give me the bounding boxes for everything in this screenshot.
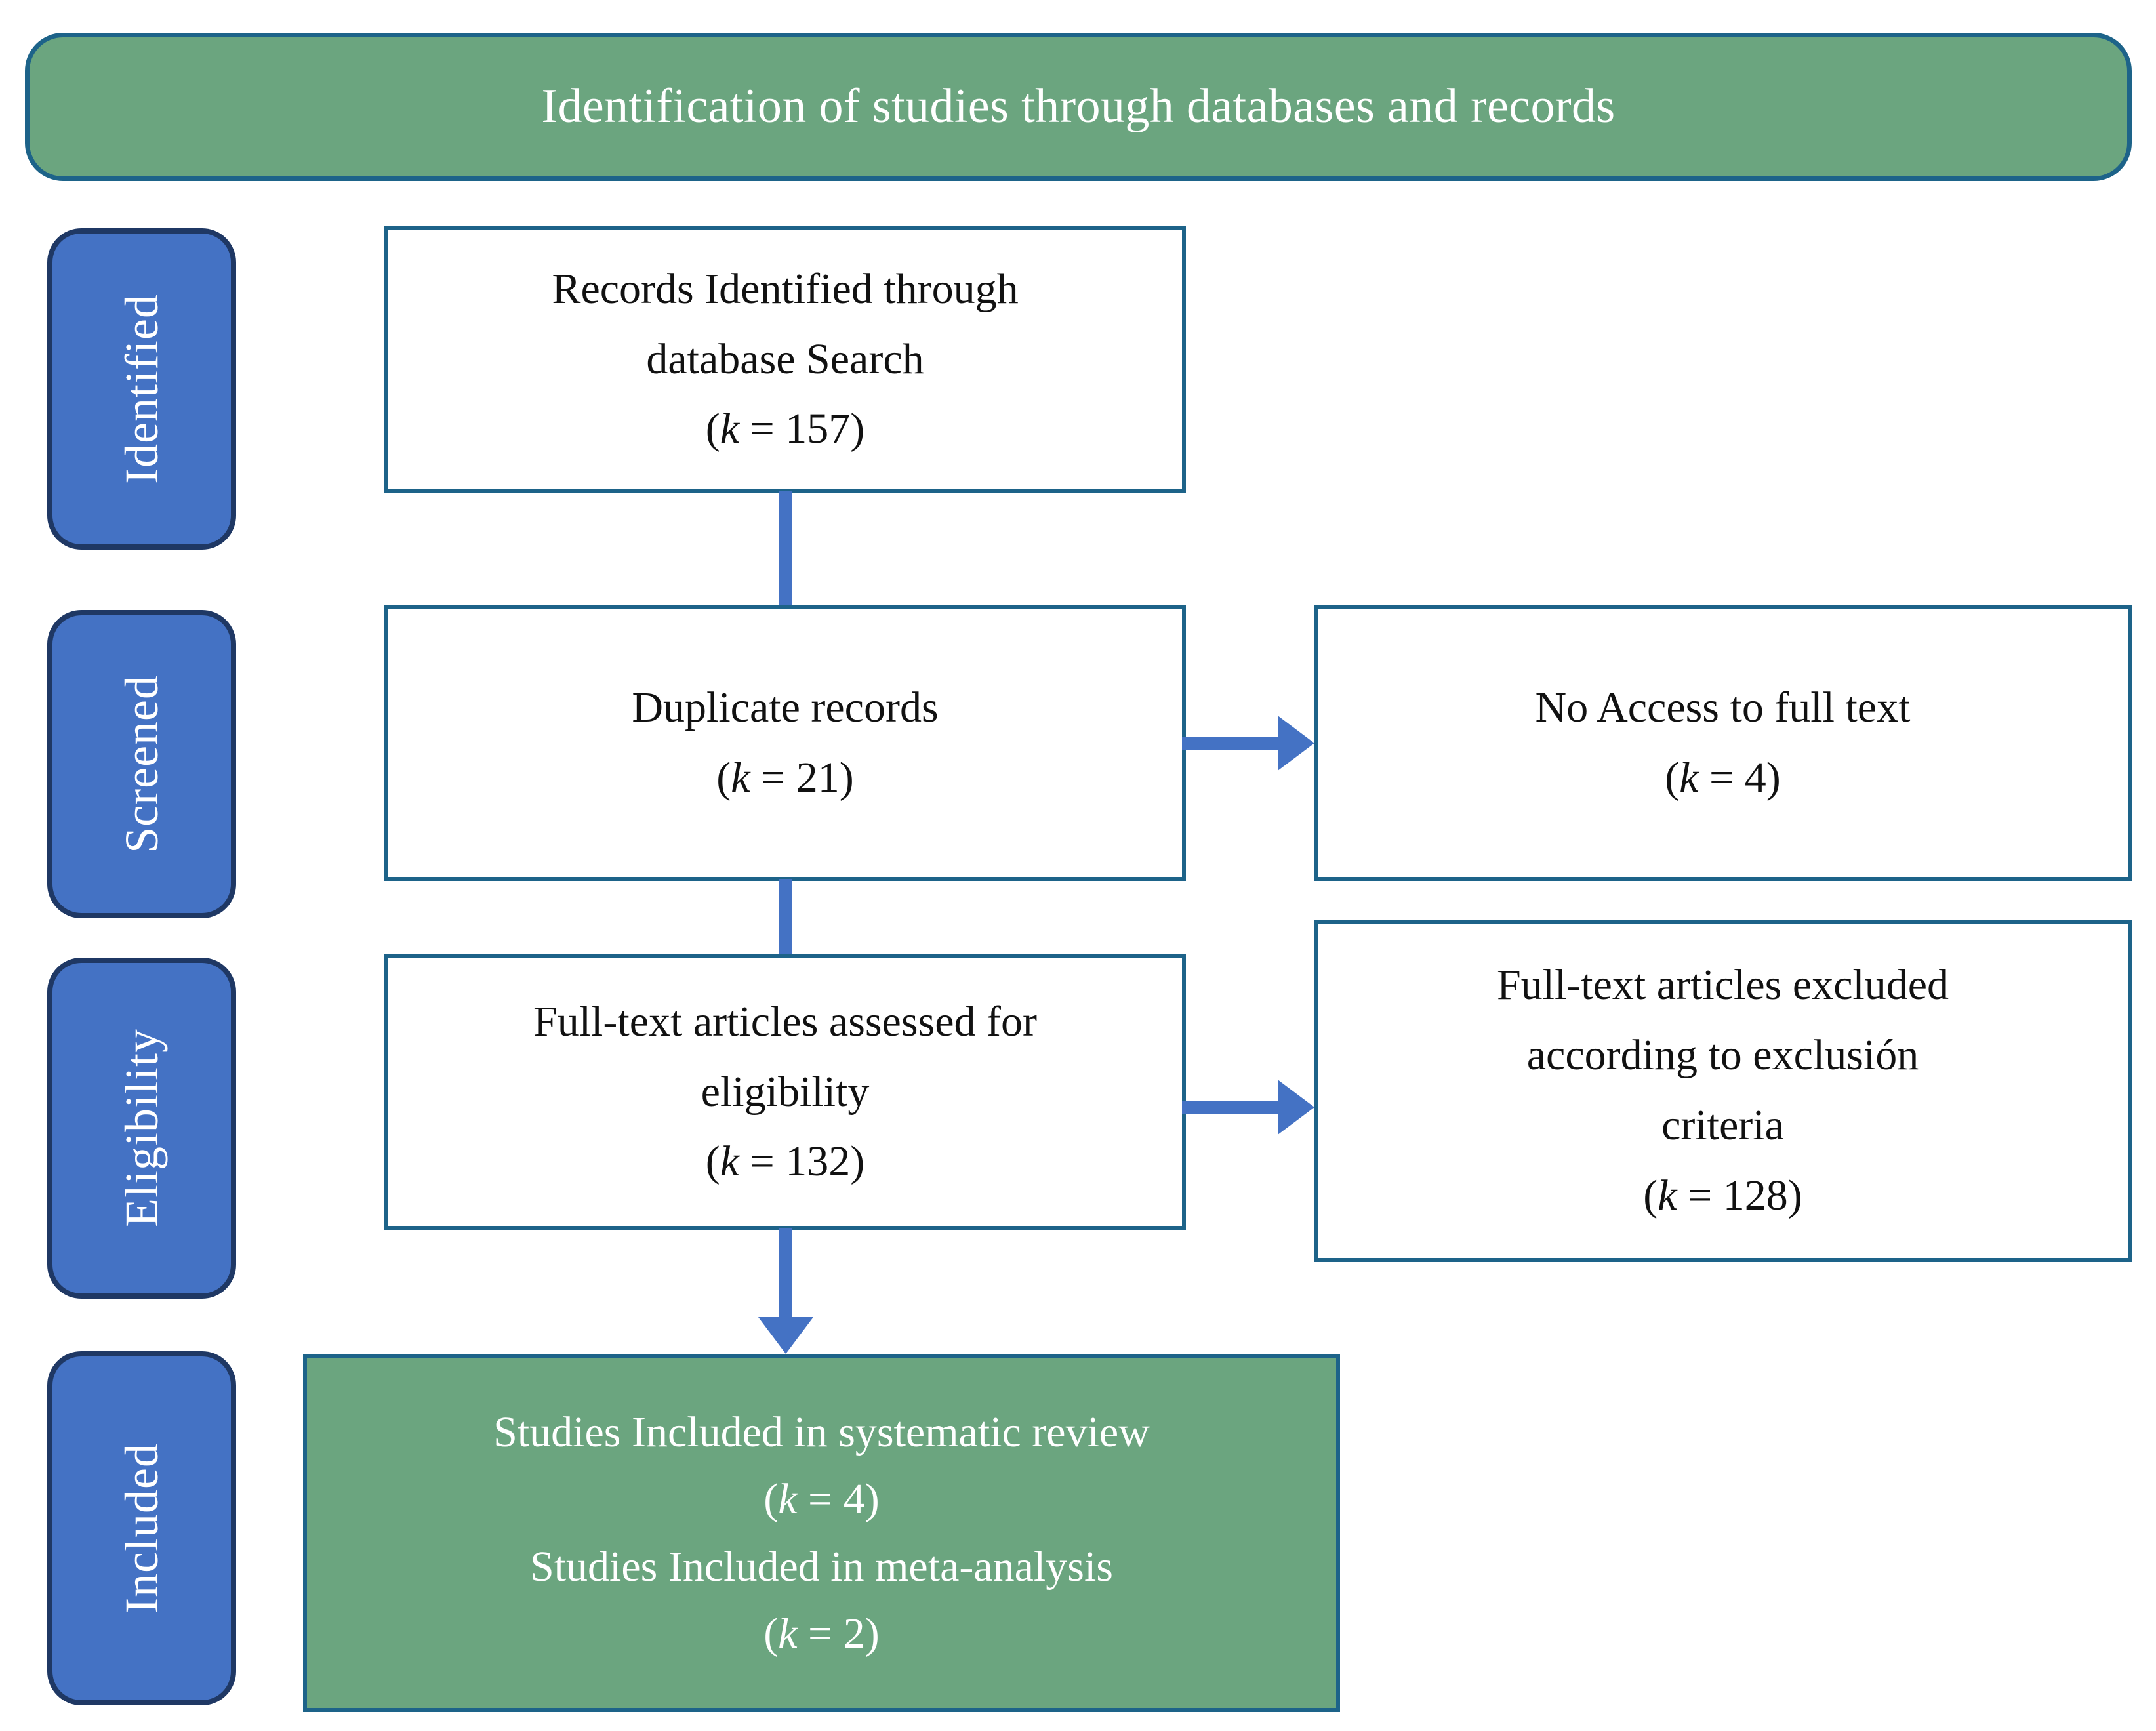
node-count: (k = 21) [716, 743, 853, 813]
node-line: Duplicate records [632, 683, 939, 732]
node-count: (k = 4) [1665, 743, 1780, 813]
node-records-identified: Records Identified through database Sear… [384, 226, 1186, 493]
count-variable: k [1658, 1171, 1677, 1219]
stage-label-text: Identified [115, 294, 168, 484]
node-duplicate-records: Duplicate records (k = 21) [384, 605, 1186, 881]
node-count: (k = 128) [1643, 1161, 1802, 1231]
count-value: = 4) [797, 1475, 880, 1524]
count-variable: k [720, 405, 740, 453]
node-line: Full-text articles assessed for [533, 997, 1037, 1046]
count-value: = 128) [1677, 1171, 1802, 1219]
stage-label-screened: Screened [47, 610, 236, 918]
count-open-paren: ( [1665, 754, 1680, 802]
node-count: (k = 132) [706, 1127, 864, 1197]
arrowhead-right-icon [1278, 1080, 1314, 1135]
connector-duplicate-to-fulltext [779, 879, 792, 958]
node-count: (k = 157) [706, 394, 864, 464]
connector-identified-to-duplicate [779, 491, 792, 609]
stage-label-identified: Identified [47, 228, 236, 550]
connector-fulltext-to-included [779, 1228, 792, 1320]
count-value: = 21) [750, 754, 854, 802]
stage-label-text: Eligibility [115, 1028, 168, 1228]
stage-label-eligibility: Eligibility [47, 958, 236, 1299]
node-line: Full-text articles excluded [1496, 961, 1949, 1009]
node-line: No Access to full text [1535, 683, 1911, 732]
count-value: = 157) [739, 405, 865, 453]
count-value: = 2) [797, 1609, 880, 1658]
count-open-paren: ( [705, 1137, 720, 1186]
count-open-paren: ( [763, 1475, 779, 1524]
count-open-paren: ( [716, 754, 731, 802]
node-no-access-full-text: No Access to full text (k = 4) [1314, 605, 2132, 881]
node-line: database Search [646, 335, 924, 383]
node-count: (k = 4) [763, 1466, 879, 1533]
diagram-title: Identification of studies through databa… [541, 79, 1616, 134]
count-variable: k [720, 1137, 740, 1186]
count-variable: k [778, 1475, 798, 1524]
count-variable: k [731, 754, 750, 802]
count-open-paren: ( [1643, 1171, 1658, 1219]
arrowhead-right-icon [1278, 716, 1314, 771]
node-studies-included: Studies Included in systematic review (k… [303, 1354, 1340, 1712]
stage-label-text: Included [115, 1443, 168, 1614]
node-line: eligibility [701, 1067, 870, 1116]
stage-label-text: Screened [115, 675, 168, 853]
count-open-paren: ( [763, 1609, 779, 1658]
connector-fulltext-to-excluded [1182, 1101, 1293, 1114]
count-open-paren: ( [705, 405, 720, 453]
stage-label-included: Included [47, 1351, 236, 1705]
node-line: criteria [1661, 1101, 1784, 1149]
diagram-header-banner: Identification of studies through databa… [25, 33, 2132, 181]
node-line: Studies Included in systematic review [493, 1408, 1150, 1456]
node-line: Records Identified through [552, 264, 1019, 313]
count-value: = 132) [739, 1137, 865, 1186]
node-fulltext-assessed: Full-text articles assessed for eligibil… [384, 954, 1186, 1230]
count-value: = 4) [1698, 754, 1781, 802]
connector-duplicate-to-noaccess [1182, 737, 1293, 750]
node-fulltext-excluded: Full-text articles excluded according to… [1314, 920, 2132, 1262]
node-count: (k = 2) [763, 1600, 879, 1667]
node-line: Studies Included in meta-analysis [530, 1542, 1113, 1591]
node-line: according to exclusión [1526, 1031, 1919, 1080]
arrowhead-down-icon [758, 1317, 813, 1354]
count-variable: k [778, 1609, 798, 1658]
count-variable: k [1679, 754, 1699, 802]
